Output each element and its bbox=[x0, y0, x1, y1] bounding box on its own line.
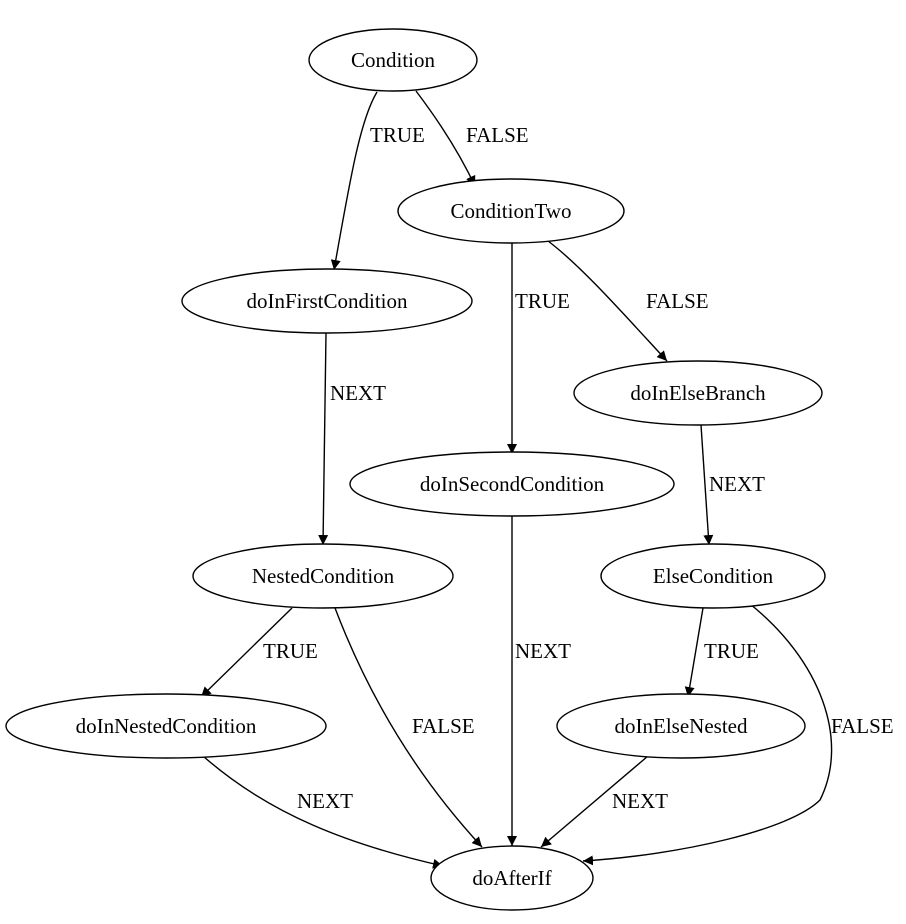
edge-else-condition-true bbox=[684, 607, 704, 698]
edge-label-condition-true: TRUE bbox=[370, 123, 425, 147]
edge-else-condition-false bbox=[582, 603, 833, 866]
node-do-in-nested-condition: doInNestedCondition bbox=[5, 693, 327, 759]
edge-nested-false bbox=[334, 607, 483, 848]
edge-label-condition-false: FALSE bbox=[466, 123, 529, 147]
edge-labels: TRUE FALSE TRUE FALSE NEXT NEXT TRUE FAL… bbox=[263, 123, 894, 813]
node-else-condition: ElseCondition bbox=[600, 543, 826, 609]
edge-label-second-next: NEXT bbox=[515, 639, 571, 663]
node-nested-condition-label: NestedCondition bbox=[252, 564, 395, 588]
edge-condition-false bbox=[415, 90, 476, 187]
edge-else-nested-next bbox=[540, 755, 649, 848]
node-do-in-second-condition: doInSecondCondition bbox=[349, 451, 675, 517]
node-condition-shape bbox=[308, 28, 478, 92]
node-do-in-else-nested-shape bbox=[556, 693, 806, 759]
edge-first-next bbox=[318, 332, 329, 546]
edge-condition-two-false bbox=[547, 240, 668, 362]
edge-label-nested-false: FALSE bbox=[412, 714, 475, 738]
nodes: Condition ConditionTwo doInFirstConditio… bbox=[5, 28, 826, 911]
edge-nested-true bbox=[200, 607, 293, 698]
node-do-in-first-condition-shape bbox=[181, 268, 473, 334]
node-nested-condition: NestedCondition bbox=[192, 543, 454, 609]
edges bbox=[200, 90, 833, 869]
node-else-condition-shape bbox=[600, 543, 826, 609]
node-do-in-nested-condition-label: doInNestedCondition bbox=[76, 714, 257, 738]
edge-label-condition-two-true: TRUE bbox=[515, 289, 570, 313]
node-do-in-first-condition: doInFirstCondition bbox=[181, 268, 473, 334]
node-do-after-if-label: doAfterIf bbox=[472, 866, 551, 890]
edge-nested-condition-next bbox=[202, 755, 444, 869]
node-condition-two-label: ConditionTwo bbox=[450, 199, 571, 223]
node-condition-label: Condition bbox=[351, 48, 436, 72]
edge-label-first-next: NEXT bbox=[330, 381, 386, 405]
node-do-in-second-condition-shape bbox=[349, 451, 675, 517]
node-condition: Condition bbox=[308, 28, 478, 92]
edge-else-branch-next bbox=[700, 424, 714, 546]
node-do-in-else-branch: doInElseBranch bbox=[573, 360, 823, 426]
edge-label-else-branch-next: NEXT bbox=[709, 472, 765, 496]
node-do-in-second-condition-label: doInSecondCondition bbox=[420, 472, 605, 496]
edge-label-nested-condition-next: NEXT bbox=[297, 789, 353, 813]
node-do-in-nested-condition-shape bbox=[5, 693, 327, 759]
node-do-in-else-nested: doInElseNested bbox=[556, 693, 806, 759]
node-do-in-first-condition-label: doInFirstCondition bbox=[246, 289, 408, 313]
edge-label-else-condition-true: TRUE bbox=[704, 639, 759, 663]
edge-label-nested-true: TRUE bbox=[263, 639, 318, 663]
node-do-in-else-nested-label: doInElseNested bbox=[615, 714, 748, 738]
node-do-in-else-branch-shape bbox=[573, 360, 823, 426]
edge-condition-true bbox=[330, 91, 378, 271]
edge-label-else-nested-next: NEXT bbox=[612, 789, 668, 813]
node-else-condition-label: ElseCondition bbox=[653, 564, 774, 588]
node-condition-two: ConditionTwo bbox=[397, 178, 625, 244]
node-do-in-else-branch-label: doInElseBranch bbox=[630, 381, 766, 405]
node-do-after-if-shape bbox=[430, 845, 594, 911]
edge-label-else-condition-false: FALSE bbox=[831, 714, 894, 738]
node-condition-two-shape bbox=[397, 178, 625, 244]
edge-label-condition-two-false: FALSE bbox=[646, 289, 709, 313]
node-nested-condition-shape bbox=[192, 543, 454, 609]
node-do-after-if: doAfterIf bbox=[430, 845, 594, 911]
